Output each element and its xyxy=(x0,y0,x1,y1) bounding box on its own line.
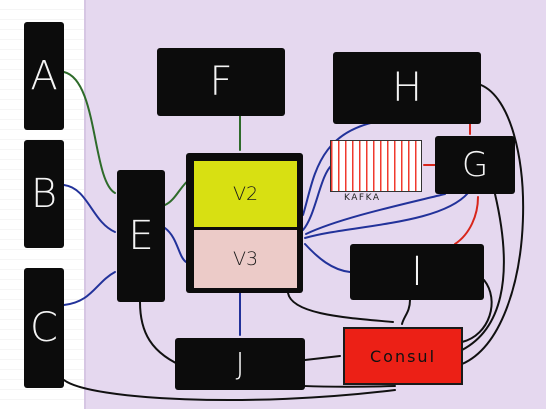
edge-i-to-g xyxy=(454,196,479,245)
node-e: E xyxy=(117,170,165,302)
node-v2-label: V2 xyxy=(232,183,259,205)
kafka-label: KAFKA xyxy=(344,193,381,203)
node-c-label: C xyxy=(30,305,58,351)
edge-service-to-kafka xyxy=(302,164,333,231)
node-a: A xyxy=(24,22,64,130)
node-b: B xyxy=(24,140,64,248)
node-c: C xyxy=(24,268,64,388)
node-h-label: H xyxy=(391,65,423,111)
node-v2: V2 xyxy=(194,161,297,227)
edge-a-to-e xyxy=(63,71,116,194)
node-h: H xyxy=(333,52,481,124)
node-v3: V3 xyxy=(194,230,297,288)
edge-j-to-consul xyxy=(304,355,341,361)
node-i-label: I xyxy=(411,249,423,295)
node-b-label: B xyxy=(30,171,58,217)
edge-g-to-service-2 xyxy=(305,193,446,235)
edge-g-to-service-1 xyxy=(304,192,469,239)
node-a-label: A xyxy=(30,53,58,99)
node-v3-label: V3 xyxy=(232,248,259,270)
edge-i-to-consul xyxy=(401,299,411,325)
node-f: F xyxy=(157,48,285,116)
edge-i-to-service xyxy=(304,243,351,273)
node-consul: Consul xyxy=(343,327,463,385)
kafka-queue xyxy=(330,140,422,192)
edge-i-to-consul-2 xyxy=(461,279,493,343)
edge-e-to-v3 xyxy=(164,227,187,263)
edge-b-to-e xyxy=(63,184,116,233)
edge-service-to-h xyxy=(302,119,389,216)
edge-g-to-consul xyxy=(461,193,505,351)
node-i: I xyxy=(350,244,484,300)
node-e-label: E xyxy=(128,213,154,259)
node-consul-label: Consul xyxy=(369,346,437,366)
node-g-label: G xyxy=(461,145,489,185)
node-j-label: J xyxy=(235,346,245,382)
node-f-label: F xyxy=(209,59,233,105)
edge-service-to-consul xyxy=(287,292,394,323)
node-g: G xyxy=(435,136,515,194)
edge-c-to-consul xyxy=(63,379,396,402)
node-j: J xyxy=(175,338,305,390)
edge-c-to-e xyxy=(63,271,116,306)
edge-h-to-consul xyxy=(461,84,525,365)
